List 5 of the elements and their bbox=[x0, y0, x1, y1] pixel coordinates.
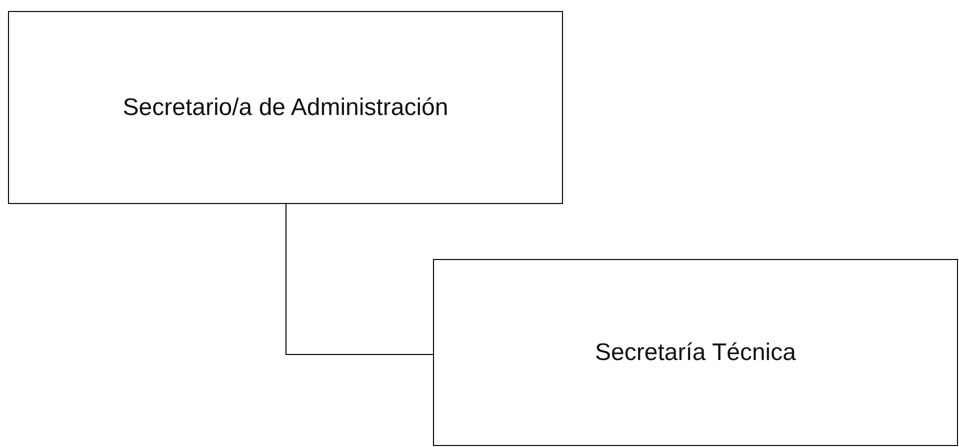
connector-line bbox=[286, 204, 434, 355]
box-label: Secretaría Técnica bbox=[594, 338, 797, 368]
org-box bbox=[433, 259, 958, 446]
box-label: Secretario/a de Administración bbox=[122, 92, 450, 122]
org-box bbox=[8, 11, 563, 204]
